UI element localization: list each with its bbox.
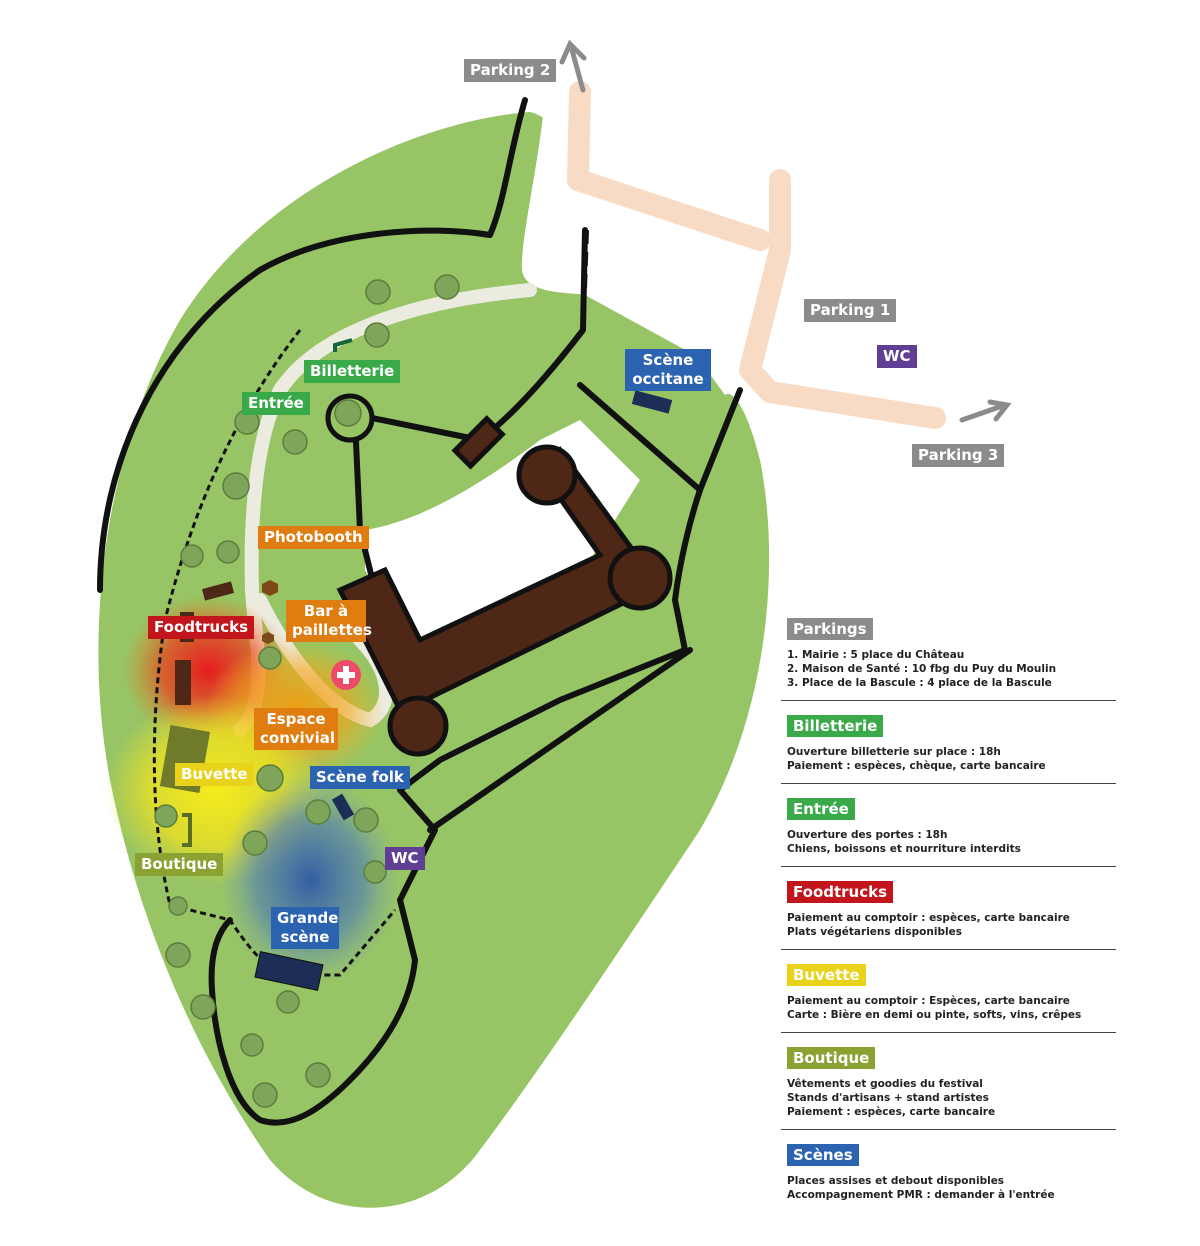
legend-line: Accompagnement PMR : demander à l'entrée bbox=[787, 1189, 1055, 1201]
legend-scenes: Scènes Places assises et debout disponib… bbox=[781, 1140, 1116, 1212]
parking-3-label[interactable]: Parking 3 bbox=[912, 444, 1005, 467]
espace-convivial-label[interactable]: Espace convivial bbox=[254, 708, 338, 750]
photobooth-marker bbox=[262, 580, 278, 596]
scene-occitane-stage bbox=[631, 390, 673, 414]
legend-boutique: Boutique Vêtements et goodies du festiva… bbox=[781, 1043, 1116, 1130]
legend-line: Places assises et debout disponibles bbox=[787, 1175, 1005, 1187]
legend-line: Ouverture des portes : 18h bbox=[787, 829, 948, 841]
dashed-gate bbox=[581, 229, 589, 291]
legend-title: Boutique bbox=[787, 1047, 876, 1069]
scene-folk-stage bbox=[331, 793, 355, 821]
legend-line: Stands d'artisans + stand artistes bbox=[787, 1092, 989, 1104]
billetterie-booth bbox=[333, 338, 353, 352]
roads bbox=[567, 81, 946, 429]
legend-title: Parkings bbox=[787, 618, 873, 640]
legend-entree: Entrée Ouverture des portes : 18h Chiens… bbox=[781, 794, 1116, 867]
trees bbox=[154, 274, 460, 1108]
boutique-label[interactable]: Boutique bbox=[135, 853, 224, 876]
legend-line: Chiens, boissons et nourriture interdits bbox=[787, 843, 1021, 855]
castle bbox=[336, 415, 673, 757]
buvette-label[interactable]: Buvette bbox=[175, 763, 254, 786]
parking-arrows bbox=[559, 39, 1012, 423]
legend-line: 1. Mairie : 5 place du Château bbox=[787, 649, 965, 661]
scene-occitane-label[interactable]: Scène occitane bbox=[625, 349, 711, 391]
legend-line: Paiement au comptoir : Espèces, carte ba… bbox=[787, 995, 1070, 1007]
bar-paillettes-label[interactable]: Bar à paillettes bbox=[286, 600, 372, 642]
legend-title: Foodtrucks bbox=[787, 881, 894, 903]
bar-marker bbox=[262, 632, 274, 644]
photobooth-label[interactable]: Photobooth bbox=[258, 526, 369, 549]
first-aid-icon bbox=[331, 660, 361, 690]
legend-line: Paiement : espèces, carte bancaire bbox=[787, 1106, 996, 1118]
legend-line: 3. Place de la Bascule : 4 place de la B… bbox=[787, 677, 1052, 689]
legend-title: Buvette bbox=[787, 964, 866, 986]
legend-line: Paiement : espèces, chèque, carte bancai… bbox=[787, 760, 1046, 772]
boutique-booth bbox=[182, 813, 192, 847]
parking-1-label[interactable]: Parking 1 bbox=[804, 299, 897, 322]
legend-buvette: Buvette Paiement au comptoir : Espèces, … bbox=[781, 960, 1116, 1033]
wc-bottom-label[interactable]: WC bbox=[385, 847, 425, 870]
legend-title: Scènes bbox=[787, 1144, 859, 1166]
legend-parkings: Parkings 1. Mairie : 5 place du Château … bbox=[781, 614, 1116, 701]
wc-top-label[interactable]: WC bbox=[877, 345, 917, 368]
legend-line: Vêtements et goodies du festival bbox=[787, 1078, 983, 1090]
legend-line: Plats végétariens disponibles bbox=[787, 926, 962, 938]
scene-folk-label[interactable]: Scène folk bbox=[310, 766, 410, 789]
dashed-fence bbox=[152, 329, 397, 977]
legend-line: 2. Maison de Santé : 10 fbg du Puy du Mo… bbox=[787, 663, 1057, 675]
legend-title: Entrée bbox=[787, 798, 855, 820]
legend-billetterie: Billetterie Ouverture billetterie sur pl… bbox=[781, 711, 1116, 784]
grande-scene-stage bbox=[254, 951, 324, 991]
entree-label[interactable]: Entrée bbox=[242, 392, 310, 415]
grande-scene-label[interactable]: Grande scène bbox=[271, 907, 339, 949]
billetterie-label[interactable]: Billetterie bbox=[304, 360, 401, 383]
parking-2-label[interactable]: Parking 2 bbox=[464, 59, 557, 82]
foodtrucks-label[interactable]: Foodtrucks bbox=[148, 616, 255, 639]
legend-line: Ouverture billetterie sur place : 18h bbox=[787, 746, 1001, 758]
legend: Parkings 1. Mairie : 5 place du Château … bbox=[781, 614, 1116, 1222]
legend-line: Carte : Bière en demi ou pinte, softs, v… bbox=[787, 1009, 1082, 1021]
legend-line: Paiement au comptoir : espèces, carte ba… bbox=[787, 912, 1070, 924]
legend-foodtrucks: Foodtrucks Paiement au comptoir : espèce… bbox=[781, 877, 1116, 950]
legend-title: Billetterie bbox=[787, 715, 884, 737]
